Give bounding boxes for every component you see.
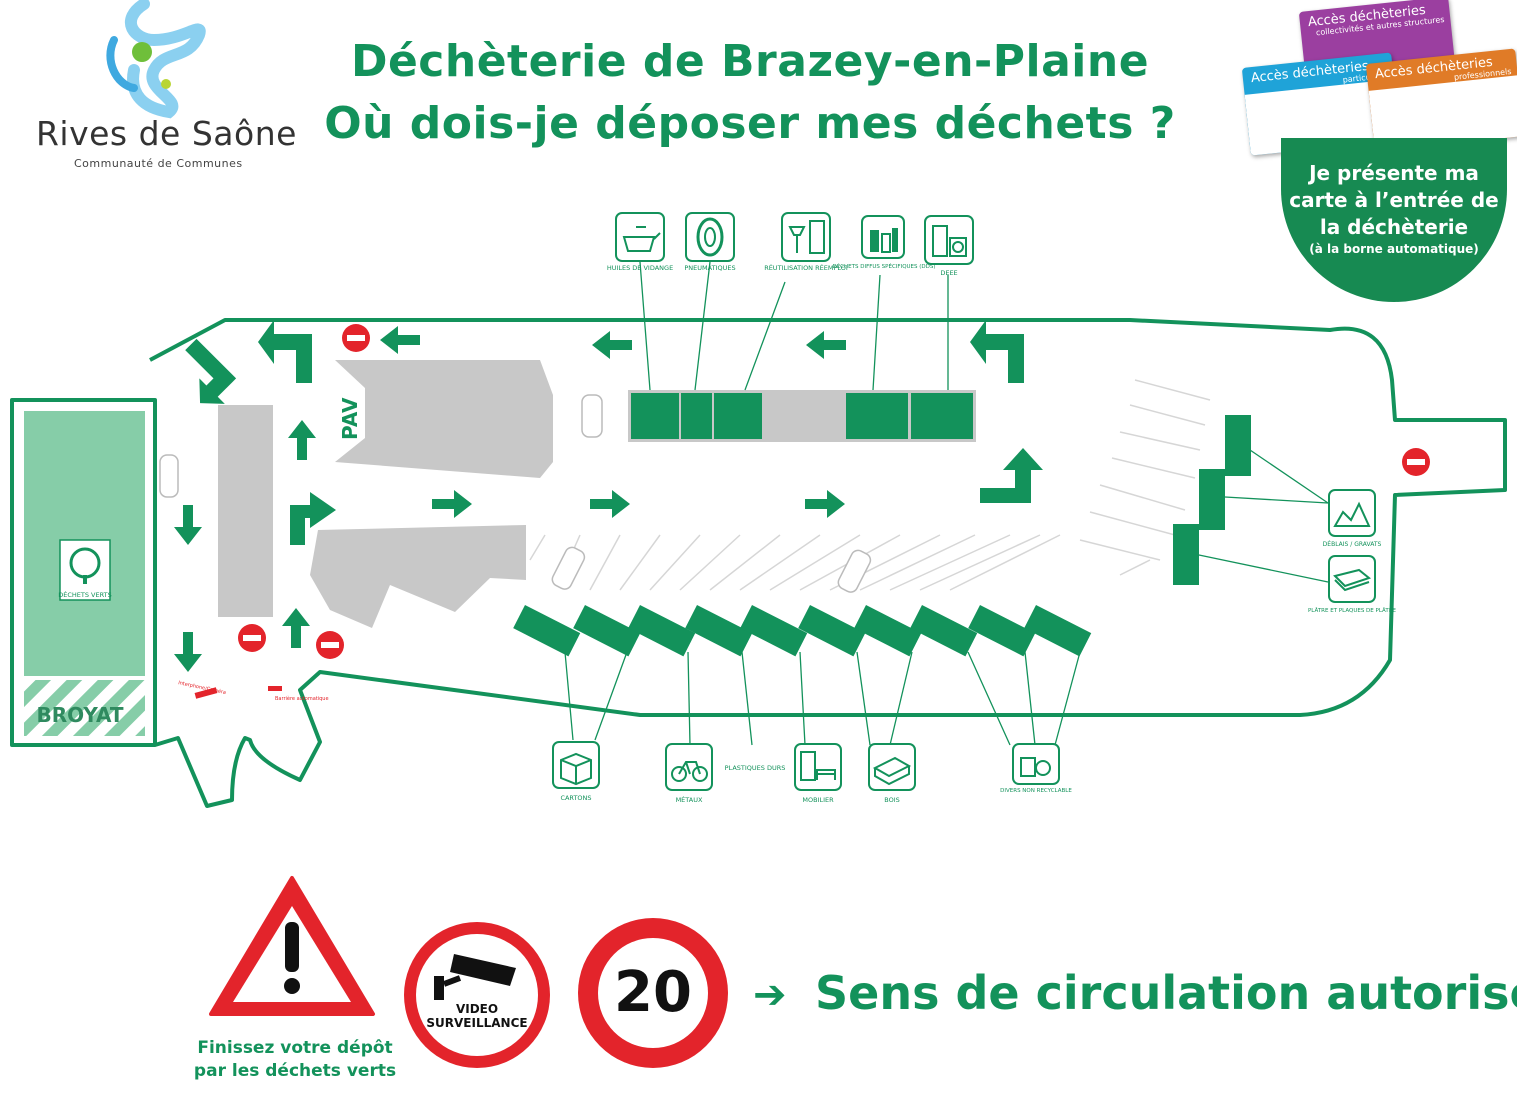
direction-arrow-icon: ➔ [753,972,787,1018]
direction-arrows [174,320,1043,672]
label-divers: DIVERS NON RECYCLABLE [1000,788,1072,794]
reuse-icon [781,212,831,262]
right-waste-icons: DÉBLAIS / GRAVATS PLÂTRE ET PLAQUES DE P… [1308,489,1397,614]
pav-label: PAV [338,397,362,440]
label-oil: HUILES DE VIDANGE [607,264,673,272]
pav-block [335,360,553,478]
container-plaster [1173,524,1199,585]
furniture-icon [794,743,842,791]
warning-text: Finissez votre dépôt par les déchets ver… [190,1037,400,1083]
container-reuse [714,393,762,439]
page-title-line2: Où dois-je déposer mes déchets ? [324,98,1176,149]
info-line1: Je présente ma [1309,161,1479,185]
container-deee [911,393,973,439]
warning-line2: par les déchets verts [193,1061,397,1081]
site-map: BROYAT DÉCHETS VERTS PAV [10,212,1507,808]
warning-triangle-icon [209,876,375,1016]
label-platre: PLÂTRE ET PLAQUES DE PLÂTRE [1308,607,1397,614]
label-bois: BOIS [884,796,900,804]
speed-limit-value: 20 [598,938,708,1048]
label-dds: DÉCHETS DIFFUS SPÉCIFIQUES (DDS) [832,262,935,270]
label-gravats: DÉBLAIS / GRAVATS [1323,540,1382,548]
speed-limit-sign: 20 [578,918,728,1068]
label-cartons: CARTONS [560,794,591,802]
container-oil [631,393,679,439]
logo-subtitle: Communauté de Communes [74,157,243,170]
no-entry-sign [316,631,344,659]
container-rubble-1 [1225,415,1251,476]
info-line2: carte à l’entrée de [1289,188,1499,212]
connector-lines [564,261,1329,746]
label-mobilier: MOBILIER [802,796,834,804]
direction-text: Sens de circulation autorisé [815,966,1517,1020]
lower-gray-block [310,525,526,628]
label-reuse: RÉUTILISATION RÉEMPLOI [764,263,848,272]
rubble-icon [1328,489,1376,537]
warning-line1: Finissez votre dépôt [197,1038,393,1058]
top-waste-icons: HUILES DE VIDANGE PNEUMATIQUES RÉUTILISA… [607,212,974,277]
camera-icon [434,954,516,1000]
plaster-icon [1328,555,1376,603]
logo-graphic [106,0,206,119]
label-plastiques: PLASTIQUES DURS [725,764,786,772]
bottom-containers [513,605,1092,657]
tire-icon [685,212,735,262]
container-tires [681,393,712,439]
no-entry-sign [1402,448,1430,476]
video-line2: SURVEILLANCE [426,1016,528,1030]
info-line3: la déchèterie [1319,215,1469,239]
bottom-waste-icons: CARTONS MÉTAUX PLASTIQUES DURS MOBILIER … [552,741,1072,804]
label-deee: DEEE [940,269,957,277]
page-title-line1: Déchèterie de Brazey-en-Plaine [350,36,1150,87]
island-left [218,405,273,617]
no-entry-sign [342,324,370,352]
barrier-label-2: Barrière automatique [275,695,329,702]
logo-name: Rives de Saône [36,114,297,153]
no-entry-sign [238,624,266,652]
container-dds [846,393,908,439]
label-tires: PNEUMATIQUES [684,264,735,272]
car-icons [159,394,872,593]
broyat-area [24,680,145,736]
green-waste-label: DÉCHETS VERTS [58,590,112,599]
video-surveillance-sign: VIDEO SURVEILLANCE [404,922,550,1068]
parking-lines-right [1079,379,1211,576]
info-line4: (à la borne automatique) [1309,242,1479,256]
broyat-label: BROYAT [36,703,123,727]
bicycle-icon [665,743,713,791]
label-metaux: MÉTAUX [676,795,703,804]
logo [24,0,274,175]
video-line1: VIDEO [455,1002,499,1016]
access-card-professionnels: Accès déchèteries professionnels [1365,48,1517,152]
container-rubble-2 [1199,469,1225,530]
